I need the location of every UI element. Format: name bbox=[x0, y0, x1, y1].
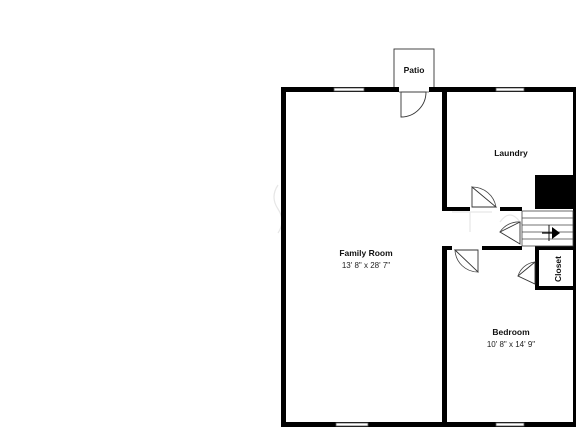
closet-door bbox=[517, 261, 536, 285]
bedroom: Bedroom 10' 8" x 14' 9" bbox=[487, 327, 535, 349]
family-room: Family Room 13' 8" x 28' 7" bbox=[339, 248, 393, 270]
hall-door bbox=[499, 221, 521, 245]
closet: Closet bbox=[553, 256, 563, 282]
window-laundry-top bbox=[495, 87, 525, 92]
right-wall-upper bbox=[573, 87, 576, 247]
stairs bbox=[521, 210, 574, 247]
closet-label: Closet bbox=[553, 256, 563, 282]
walls bbox=[281, 87, 576, 427]
laundry-door-swing bbox=[471, 186, 497, 208]
window-family-top bbox=[333, 87, 365, 92]
laundry-door bbox=[470, 186, 500, 211]
laundry-label: Laundry bbox=[494, 148, 528, 158]
closet-door-swing bbox=[517, 261, 536, 277]
utility-block bbox=[535, 175, 576, 209]
patio-door bbox=[399, 87, 429, 118]
bedroom-door bbox=[452, 246, 482, 274]
arrow-right-icon bbox=[542, 225, 560, 241]
right-wall-lower bbox=[573, 247, 576, 427]
window-bedroom-bottom bbox=[495, 422, 525, 427]
patio: Patio bbox=[393, 48, 435, 90]
family-room-label: Family Room bbox=[339, 248, 393, 258]
bottom-wall bbox=[281, 422, 576, 427]
closet-left-wall bbox=[535, 246, 539, 290]
hall-door-swing bbox=[499, 221, 521, 233]
laundry: Laundry bbox=[494, 148, 528, 158]
closet-bottom-wall bbox=[535, 286, 576, 290]
patio-door-swing bbox=[400, 91, 427, 118]
closet-top-wall bbox=[535, 246, 576, 250]
patio-label: Patio bbox=[404, 65, 425, 75]
bedroom-dimensions: 10' 8" x 14' 9" bbox=[487, 340, 535, 349]
patio-outline bbox=[393, 48, 435, 90]
stair-box bbox=[521, 210, 574, 247]
divider-wall-lower bbox=[442, 247, 447, 427]
divider-wall-upper bbox=[442, 87, 447, 210]
window-family-bottom bbox=[335, 422, 369, 427]
bedroom-label: Bedroom bbox=[492, 327, 530, 337]
left-wall bbox=[281, 87, 286, 427]
bedroom-door-swing bbox=[454, 249, 479, 273]
patio-door-opening bbox=[399, 87, 429, 92]
family-room-dimensions: 13' 8" x 28' 7" bbox=[342, 261, 390, 270]
windows bbox=[333, 87, 525, 427]
